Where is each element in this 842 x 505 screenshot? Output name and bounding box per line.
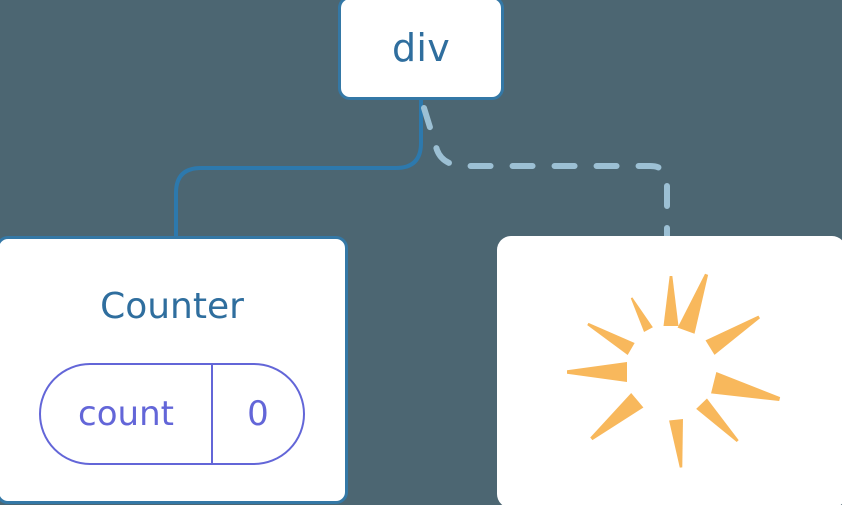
- ray-ne: [705, 315, 761, 355]
- state-pill-count[interactable]: count 0: [39, 363, 305, 465]
- sparkle-burst-icon: [567, 273, 781, 468]
- node-counter[interactable]: Counter count 0: [0, 236, 348, 504]
- ray-n: [663, 276, 679, 326]
- state-pill-key: count: [41, 365, 213, 463]
- ray-nnw: [630, 297, 653, 332]
- edge-div-to-rendered: [421, 105, 670, 243]
- ray-s: [669, 419, 683, 468]
- ray-se: [696, 398, 739, 442]
- ray-sw: [590, 393, 644, 441]
- ray-w: [567, 362, 627, 382]
- ray-nne: [677, 273, 709, 334]
- edge-div-to-counter: [174, 98, 423, 242]
- node-div[interactable]: div: [338, 0, 504, 100]
- state-pill-value: 0: [247, 394, 269, 434]
- node-div-label: div: [391, 26, 451, 70]
- node-counter-title: Counter: [100, 286, 244, 327]
- ray-e: [711, 371, 781, 402]
- node-rendered-output[interactable]: [497, 236, 842, 505]
- ray-nw: [587, 322, 635, 356]
